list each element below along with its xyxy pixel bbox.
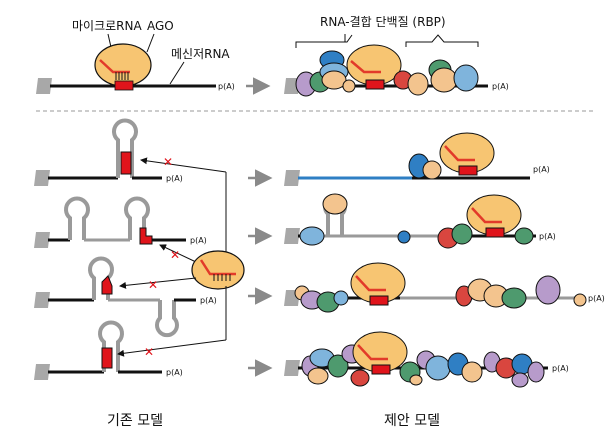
left-panel-title: 기존 모델 [107,413,163,429]
blocked-cross: ✕ [170,248,180,262]
polya-row1-left: p(A) [166,174,183,183]
stem-loop [124,196,150,240]
stem-loop [98,320,124,372]
polya-row1-right: p(A) [533,165,550,174]
stem-loop [112,118,138,178]
row-2: p(A) ✕ p(A) [34,193,556,263]
ago-label: AGO [147,19,174,33]
target-site [101,347,113,369]
bracket-left [295,34,346,48]
target-site [101,275,113,295]
right-panel-title: 제안 모델 [384,413,440,429]
polya-row4-left: p(A) [166,368,183,377]
blocked-cross: ✕ [144,345,154,359]
row-3: p(A) ✕ p(A) [34,256,605,338]
polya-row3-right: p(A) [588,294,605,303]
mirna-strand-right [350,60,381,74]
polya-row2-left: p(A) [190,236,207,245]
rbp-label: RNA-결합 단백질 (RBP) [320,15,446,29]
mrna-label: 메신저RNA [171,47,230,61]
top-section: 마이크로RNA AGO 메신저RNA p(A) RNA-결합 단백질 (RBP) [36,15,509,97]
stem-loop-inverted [155,300,179,338]
stem-loop [64,196,90,240]
row-1: p(A) ✕ p(A) [34,118,550,258]
ago-complex [94,43,152,91]
mirna-strand [99,59,130,74]
stem-loop [88,256,114,300]
polya-row4-right: p(A) [552,364,569,373]
bracket-right [405,34,479,47]
polya-row2-right: p(A) [539,232,556,241]
cap-icon [34,170,50,186]
mirna-label: 마이크로RNA [72,19,142,33]
polya-row3-left: p(A) [200,296,217,305]
row-4: p(A) ✕ p(A) [34,286,569,388]
polya-top-left: p(A) [218,82,235,91]
blocked-cross: ✕ [163,155,173,169]
mrna-leader [169,61,185,85]
free-ago-complex [191,250,245,290]
cap-icon [36,78,52,94]
polya-top-right: p(A) [492,82,509,91]
blocked-cross: ✕ [148,278,158,292]
target-site [114,80,134,91]
target-site [139,227,153,245]
rbp-cluster-top [295,44,479,97]
target-site [120,151,132,175]
ago-leader [146,33,155,53]
